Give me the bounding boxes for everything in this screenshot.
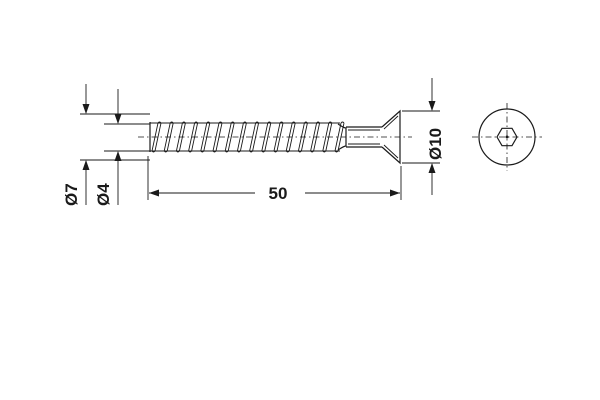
- thread-turn: [188, 121, 199, 153]
- head-end-view: [472, 103, 542, 171]
- thread-turn: [285, 121, 296, 153]
- head-diameter-label: Ø10: [426, 128, 445, 160]
- thread-turn: [310, 121, 321, 153]
- thread-turn: [297, 121, 308, 153]
- thread-turn: [273, 121, 284, 153]
- length-dimension: 50: [147, 156, 402, 203]
- thread-turn: [224, 121, 235, 153]
- thread-turn: [200, 121, 211, 153]
- thread-turn: [175, 121, 186, 153]
- thread-turn: [212, 121, 223, 153]
- dimension-arrow-icon: [428, 163, 436, 173]
- screw-body: [138, 109, 412, 165]
- dimension-arrow-icon: [149, 189, 159, 197]
- end-view-center-dot: [505, 135, 509, 139]
- dimension-arrow-icon: [428, 101, 436, 111]
- thread-turn: [163, 121, 174, 153]
- thread-core-diameter-label: Ø4: [94, 183, 113, 206]
- dimension-arrow-icon: [82, 160, 90, 170]
- length-label: 50: [269, 184, 288, 203]
- left-dimensions: Ø7 Ø4: [62, 84, 150, 206]
- dimension-arrow-icon: [114, 114, 122, 124]
- thread-turn: [334, 121, 345, 153]
- thread-turn: [261, 121, 272, 153]
- thread-turn: [322, 121, 333, 153]
- countersunk-head: [381, 109, 401, 165]
- head-diameter-dimension: Ø10: [402, 78, 445, 195]
- thread-turn: [151, 121, 162, 153]
- dimension-arrow-icon: [82, 104, 90, 114]
- dimension-arrow-icon: [390, 189, 400, 197]
- head-shade-bottom: [383, 144, 399, 159]
- thread-helix: [151, 121, 345, 153]
- head-shade-top: [383, 115, 399, 130]
- shank-transition: [337, 123, 347, 151]
- dimension-arrow-icon: [114, 151, 122, 161]
- thread-outer-diameter-label: Ø7: [62, 183, 81, 206]
- thread-turn: [249, 121, 260, 153]
- thread-turn: [236, 121, 247, 153]
- hex-socket-icon: [496, 127, 518, 147]
